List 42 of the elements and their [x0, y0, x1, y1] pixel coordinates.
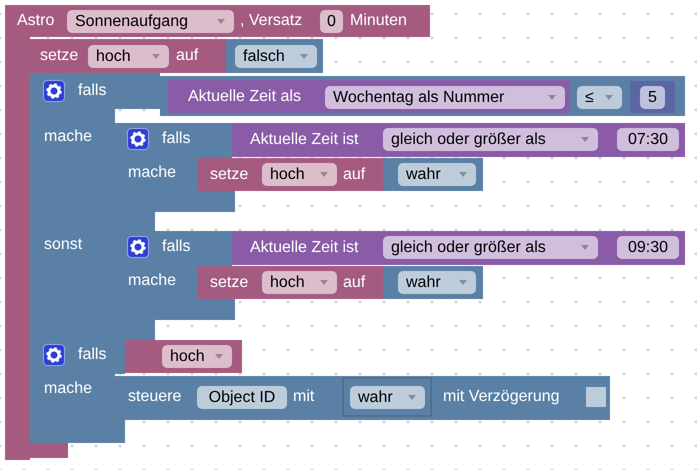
block-label: Aktuelle Zeit als [188, 87, 301, 107]
dropdown-field: ≤ [577, 86, 622, 109]
block-label: steuere [128, 387, 182, 407]
dropdown-field: hoch [162, 345, 232, 368]
block-label: falls [78, 81, 106, 101]
block-label: mache [128, 163, 176, 183]
block-label: , Versatz [240, 11, 302, 31]
dropdown-field: hoch [262, 163, 337, 186]
block-label: mache [44, 379, 92, 399]
block-label: auf [343, 273, 366, 293]
dropdown-field: Wochentag als Nummer [325, 86, 565, 109]
text-field: 5 [640, 86, 665, 109]
block-label: auf [343, 165, 366, 185]
block-label: mache [128, 271, 176, 291]
block-label: auf [176, 46, 198, 66]
dropdown-field: gleich oder größer als [383, 128, 598, 151]
text-field: 07:30 [617, 128, 679, 151]
block-label: mit [293, 387, 314, 407]
dropdown-field: gleich oder größer als [383, 236, 598, 259]
dropdown-field: hoch [88, 45, 169, 68]
text-field: Object ID [197, 386, 287, 409]
block-label: mit Verzögerung [443, 387, 560, 407]
block-label: setze [40, 46, 78, 66]
dropdown-field: wahr [398, 163, 476, 186]
block-label: Aktuelle Zeit ist [250, 130, 358, 150]
block-label: Astro [17, 11, 54, 31]
block-label: mache [44, 127, 92, 147]
block-label: falls [78, 345, 106, 365]
block-label: falls [162, 129, 190, 149]
block-label: sonst [44, 235, 82, 255]
text-field: 0 [320, 10, 343, 33]
dropdown-field: hoch [262, 271, 337, 294]
text-field: 09:30 [617, 236, 679, 259]
dropdown-field: wahr [350, 386, 425, 409]
dropdown-field: wahr [398, 271, 476, 294]
block-label: Aktuelle Zeit ist [250, 238, 358, 258]
block-label: setze [210, 165, 248, 185]
dropdown-field: Sonnenaufgang [67, 10, 234, 33]
block-label: falls [162, 237, 190, 257]
block-label: setze [210, 273, 248, 293]
dropdown-field: falsch [235, 45, 317, 68]
block-label: Minuten [350, 11, 407, 31]
